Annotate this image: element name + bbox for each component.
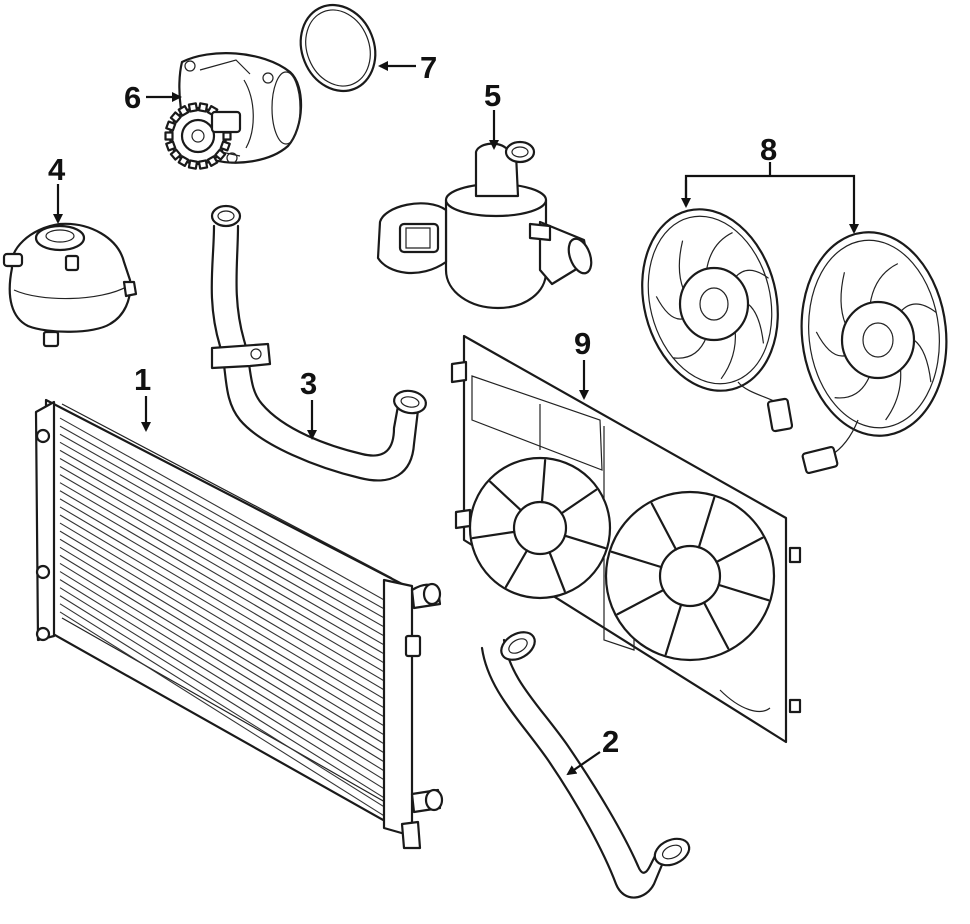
upper-radiator-hose [210, 204, 427, 482]
callout-2: 2 [602, 724, 619, 759]
water-pump [164, 52, 303, 170]
callout-5: 5 [484, 78, 501, 113]
fan-left [641, 208, 794, 433]
fan-shroud [450, 334, 802, 744]
callout-3: 3 [300, 366, 317, 401]
expansion-tank [2, 222, 138, 348]
leader-2 [566, 751, 601, 776]
fan-right [800, 231, 948, 475]
o-ring-seal [299, 3, 377, 93]
callout-numbers: 1 2 3 4 5 6 7 8 9 [48, 50, 777, 759]
thermostat-housing [376, 140, 593, 310]
callout-8: 8 [760, 132, 777, 167]
callout-7: 7 [420, 50, 437, 85]
callout-6: 6 [124, 80, 141, 115]
callout-4: 4 [48, 152, 66, 187]
callout-1: 1 [134, 362, 151, 397]
callout-9: 9 [574, 326, 591, 361]
callout-leaders [53, 61, 859, 776]
lower-radiator-hose [480, 631, 691, 899]
radiator [34, 398, 444, 850]
